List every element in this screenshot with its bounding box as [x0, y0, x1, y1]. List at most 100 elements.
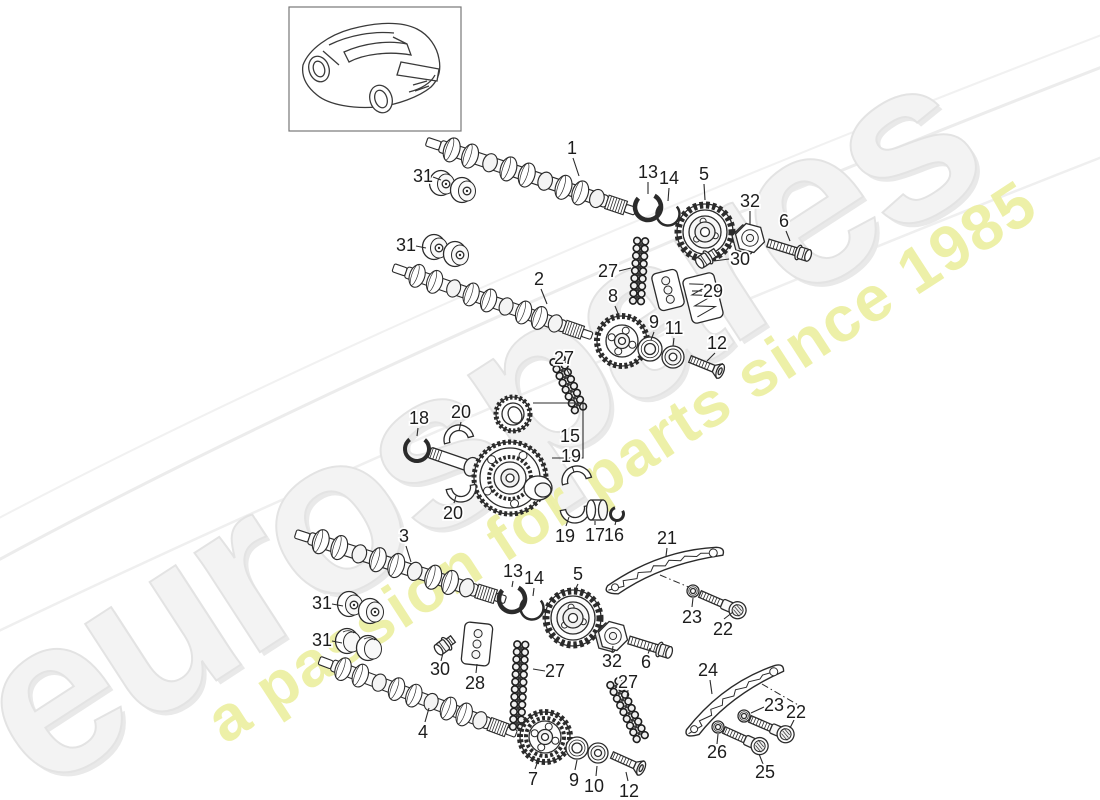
part-label: 31 [312, 593, 332, 613]
part-label: 15 [560, 426, 580, 446]
label-leader-line [750, 706, 765, 714]
part-label: 2 [534, 269, 544, 289]
washer [637, 336, 663, 362]
label-leader-line [691, 597, 694, 608]
timing-chain [628, 236, 650, 306]
retaining-ring [632, 191, 664, 223]
camshaft [317, 656, 518, 738]
label-leader-line [424, 707, 430, 723]
bearing-shell [559, 504, 591, 524]
part-label: 16 [604, 525, 624, 545]
part-label: 12 [619, 781, 639, 800]
camshaft-adjuster-sprocket [542, 587, 604, 649]
valve-lifter-pair [421, 233, 469, 268]
part-label: 27 [554, 348, 574, 368]
tensioner-pad [651, 268, 685, 312]
label-leader-line [534, 757, 540, 770]
round-nut [587, 742, 609, 764]
part-label: 27 [598, 261, 618, 281]
hex-nut [594, 620, 629, 653]
camshaft-adjuster-sprocket [674, 201, 736, 263]
label-leader-line [565, 516, 570, 527]
retaining-ring [403, 435, 431, 463]
part-label: 32 [602, 651, 622, 671]
part-label: 27 [545, 661, 565, 681]
retaining-ring [609, 506, 625, 522]
label-leader-line [703, 183, 706, 201]
part-label: 18 [409, 408, 429, 428]
part-label: 23 [764, 695, 784, 715]
label-leader-line [667, 187, 670, 202]
washer [737, 709, 751, 723]
retaining-ring [519, 595, 545, 621]
timing-sprocket [594, 313, 650, 369]
part-label: 5 [573, 564, 583, 584]
shoulder-bolt [721, 725, 769, 756]
part-label: 17 [585, 525, 605, 545]
part-label: 14 [659, 168, 679, 188]
car-thumbnail [288, 6, 462, 132]
part-label: 14 [524, 568, 544, 588]
part-label: 6 [779, 211, 789, 231]
parts-artwork [294, 137, 813, 776]
valve-lifter-pair [428, 169, 476, 204]
part-label: 24 [698, 660, 718, 680]
label-leader-line [331, 640, 343, 644]
tensioner-rail [685, 664, 785, 737]
part-label: 31 [312, 630, 332, 650]
label-leader-line [706, 352, 716, 362]
label-leader-line [475, 663, 478, 674]
part-label: 25 [755, 762, 775, 782]
bearing-shell [561, 465, 593, 486]
label-leader-line [625, 771, 629, 782]
round-nut [661, 345, 685, 369]
label-leader-line [532, 587, 535, 597]
part-label: 7 [528, 769, 538, 789]
label-leader-line [713, 258, 730, 262]
part-label: 6 [641, 652, 651, 672]
label-leader-line [595, 765, 598, 777]
label-leader-line [723, 611, 734, 620]
shoulder-bolt [697, 589, 747, 620]
label-leader-line [575, 583, 579, 589]
part-label: 19 [561, 446, 581, 466]
label-leader-line [440, 652, 444, 662]
part-label: 23 [682, 607, 702, 627]
label-leader-line [618, 267, 632, 272]
label-leader-line [626, 689, 629, 699]
washer [711, 720, 725, 734]
swoosh-line [0, 66, 1100, 561]
porsche-911-line-art-icon [301, 22, 441, 114]
part-label: 20 [451, 402, 471, 422]
socket-head-bolt [687, 354, 726, 380]
label-leader-line [758, 753, 764, 765]
intermediate-drive-gear [471, 402, 584, 517]
bolt [694, 247, 720, 269]
swoosh-line [0, 34, 1100, 519]
label-leader-line [650, 331, 655, 341]
part-label: 32 [740, 191, 760, 211]
timing-sprocket [517, 709, 573, 765]
part-label: 31 [396, 235, 416, 255]
part-label: 13 [503, 561, 523, 581]
label-leader-line [647, 647, 651, 655]
label-leader-line [572, 157, 580, 177]
spacer-sleeve [585, 499, 609, 521]
bolt [433, 634, 457, 656]
part-label: 26 [707, 742, 727, 762]
camshaft [391, 263, 594, 340]
label-leader-line [511, 580, 514, 588]
hex-nut [731, 222, 766, 255]
label-leader-line [405, 545, 412, 563]
part-label: 4 [418, 722, 428, 742]
timing-chain [549, 354, 588, 415]
part-label: 19 [555, 526, 575, 546]
label-leader-line [571, 465, 575, 473]
part-label: 20 [443, 503, 463, 523]
label-leader-line [785, 230, 791, 242]
label-leader-line [453, 495, 457, 504]
valve-lifter-pair [334, 627, 382, 662]
